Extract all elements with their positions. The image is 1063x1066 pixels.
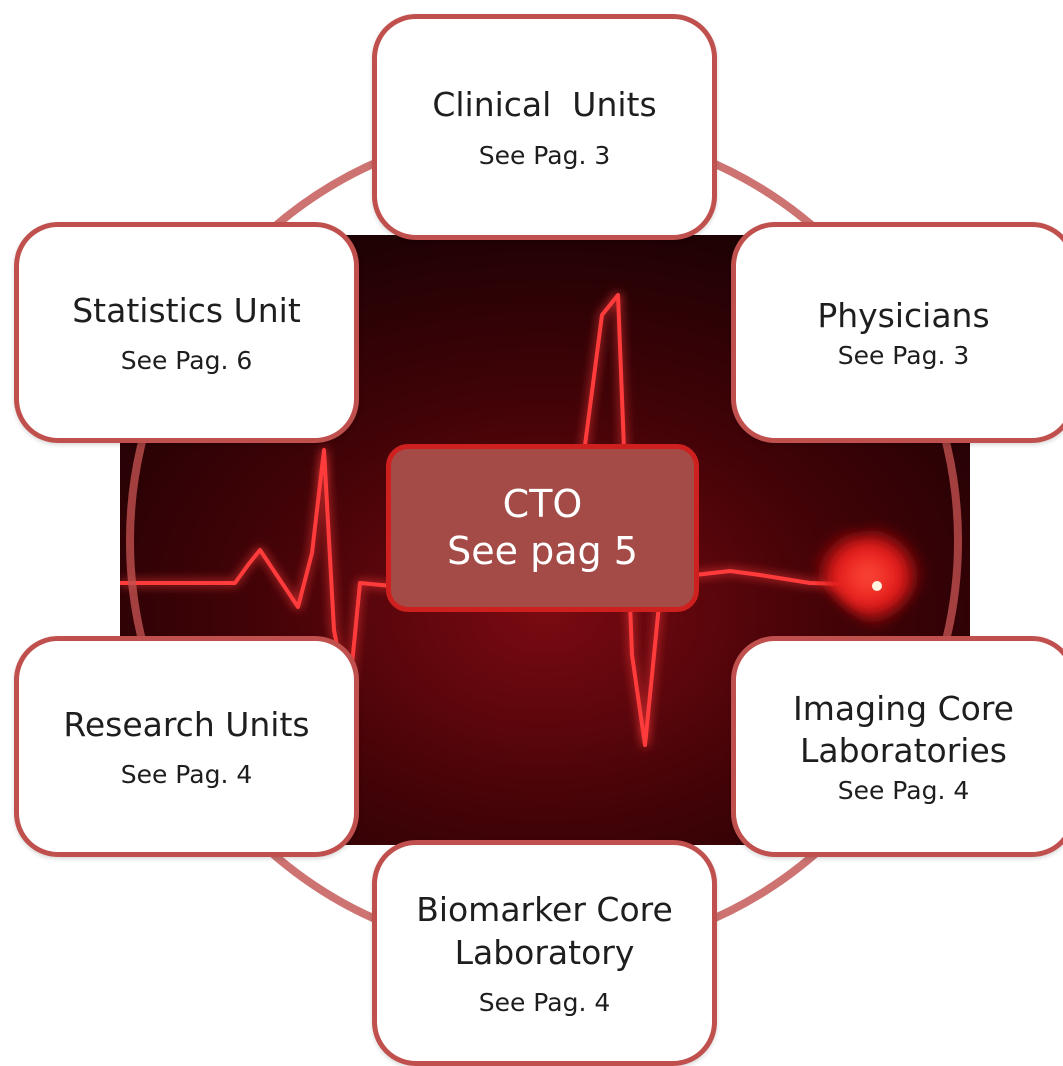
biomarker-core-laboratory-node[interactable]: Biomarker Core Laboratory See Pag. 4: [372, 840, 717, 1066]
statistics-unit-node[interactable]: Statistics Unit See Pag. 6: [14, 222, 359, 443]
clinical-units-node[interactable]: Clinical Units See Pag. 3: [372, 14, 717, 240]
node-page-ref: See Pag. 4: [837, 776, 970, 806]
center-title: CTO: [502, 481, 583, 526]
node-title-line2: Laboratory: [454, 932, 635, 972]
node-page-ref: See Pag. 6: [120, 346, 253, 376]
node-title: Clinical Units: [432, 85, 657, 125]
node-title: Research Units: [63, 704, 310, 744]
cto-center-node[interactable]: CTO See pag 5: [386, 444, 699, 612]
heart-icon: [809, 522, 927, 630]
node-title: Statistics Unit: [72, 290, 301, 330]
node-page-ref: See Pag. 3: [837, 341, 970, 371]
research-units-node[interactable]: Research Units See Pag. 4: [14, 636, 359, 857]
center-page-ref: See pag 5: [447, 529, 638, 573]
node-title-line2: Laboratories: [800, 731, 1007, 770]
imaging-core-laboratories-node[interactable]: Imaging Core Laboratories See Pag. 4: [731, 636, 1063, 857]
node-title-line1: Imaging Core: [793, 688, 1014, 728]
node-title: Physicians: [817, 295, 990, 335]
node-page-ref: See Pag. 3: [478, 140, 611, 170]
node-page-ref: See Pag. 4: [120, 760, 253, 790]
node-page-ref: See Pag. 4: [478, 987, 611, 1017]
node-title-line1: Biomarker Core: [416, 890, 673, 930]
physicians-node[interactable]: Physicians See Pag. 3: [731, 222, 1063, 443]
